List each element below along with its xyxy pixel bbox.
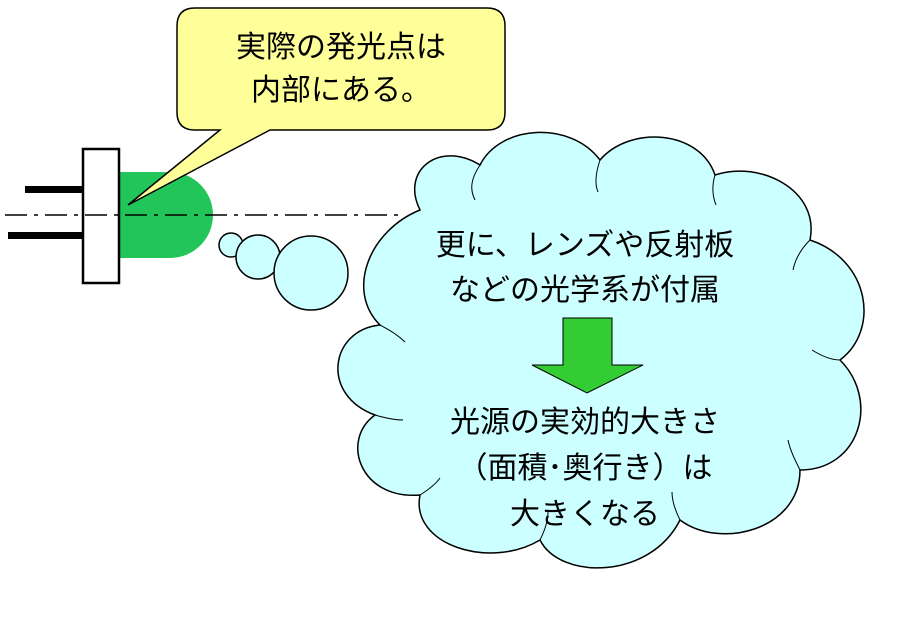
cloud-line-3: 光源の実効的大きさ — [450, 405, 720, 440]
cloud-line-2: などの光学系が付属 — [450, 273, 720, 308]
led-lead-top — [25, 186, 83, 193]
led-flange — [81, 147, 121, 285]
callout-line-2: 内部にある。 — [251, 73, 431, 108]
down-arrow-icon — [531, 317, 644, 394]
led-lead-bottom — [8, 232, 83, 239]
callout-line-1: 実際の発光点は — [236, 30, 446, 65]
cloud-line-1: 更に、レンズや反射板 — [436, 228, 735, 263]
cloud-line-4: （面積･奥行き）は — [458, 451, 713, 486]
callout — [127, 7, 506, 206]
thought-bubble-large — [273, 235, 349, 311]
cloud-line-5: 大きくなる — [510, 497, 660, 532]
